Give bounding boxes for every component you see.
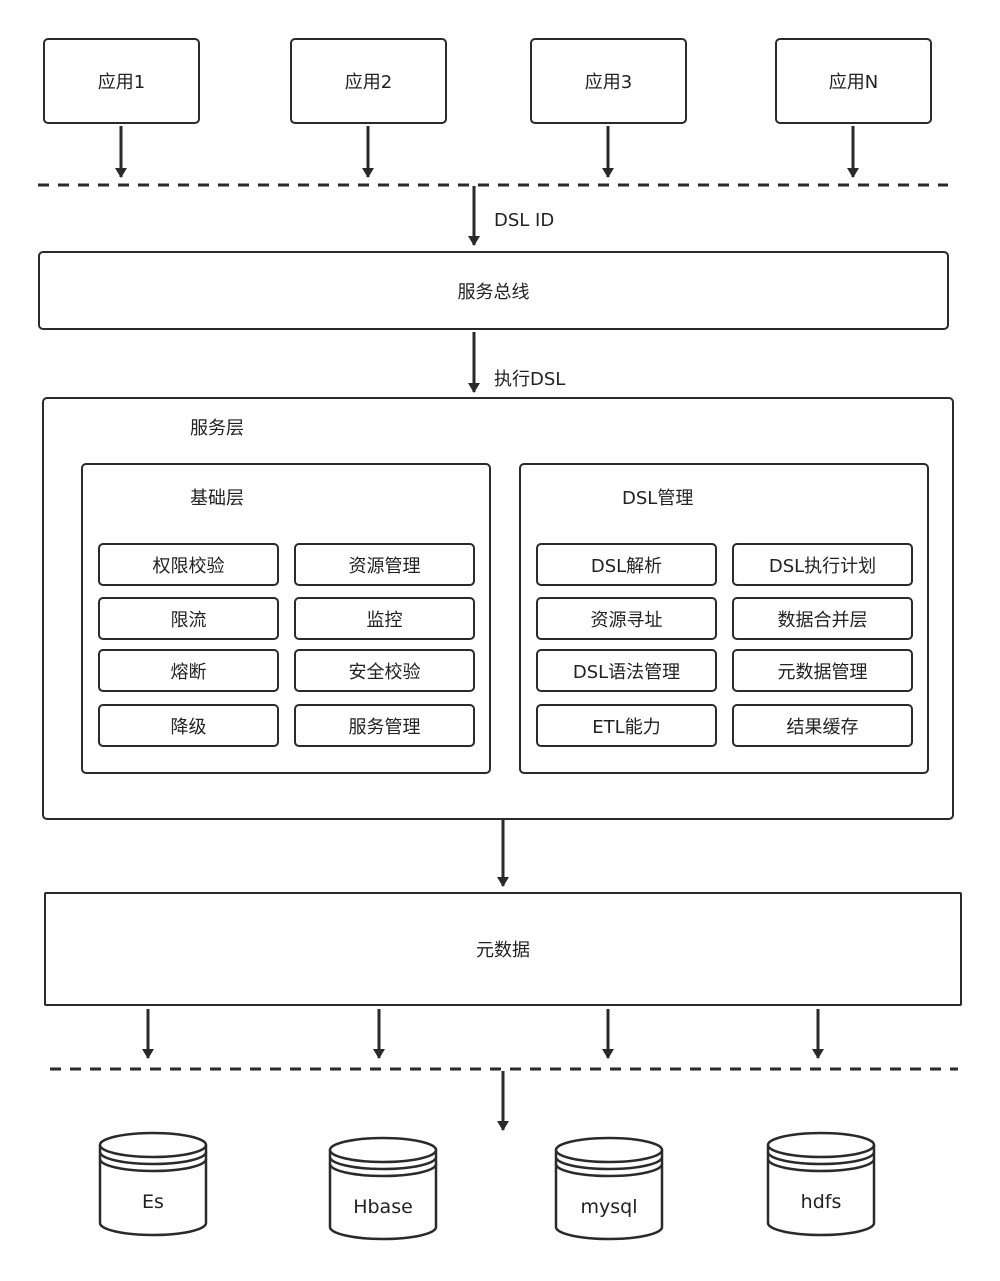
base-item-rate-limiting: 限流	[98, 597, 279, 640]
dsl-management: DSL管理 DSL解析 DSL执行计划 资源寻址 数据合并层 DSL语法管理 元…	[519, 463, 929, 774]
base-item-degradation: 降级	[98, 704, 279, 747]
app-3-label: 应用3	[584, 72, 633, 93]
dsl-item-label: DSL执行计划	[768, 555, 877, 577]
datastore-hdfs-label: hdfs	[800, 1191, 842, 1213]
datastore-es-label: Es	[142, 1191, 164, 1213]
datastore-mysql-label: mysql	[580, 1196, 638, 1218]
base-item-permission-check: 权限校验	[98, 543, 279, 586]
dsl-item-parsing: DSL解析	[536, 543, 717, 586]
app-1: 应用1	[43, 38, 200, 124]
base-item-label: 监控	[366, 609, 403, 631]
metadata-box: 元数据	[44, 892, 962, 1006]
app-2: 应用2	[290, 38, 447, 124]
dsl-item-data-merge-layer: 数据合并层	[732, 597, 913, 640]
base-item-label: 熔断	[170, 661, 207, 683]
base-item-label: 资源管理	[348, 555, 421, 577]
dsl-item-result-cache: 结果缓存	[732, 704, 913, 747]
database-hdfs-icon	[766, 1131, 876, 1237]
dsl-item-label: DSL语法管理	[572, 661, 681, 683]
app-2-label: 应用2	[344, 72, 393, 93]
base-item-service-management: 服务管理	[294, 704, 475, 747]
base-item-label: 安全校验	[348, 661, 421, 683]
base-item-monitoring: 监控	[294, 597, 475, 640]
base-item-circuit-breaker: 熔断	[98, 649, 279, 692]
service-bus: 服务总线	[38, 251, 949, 330]
dsl-item-label: 数据合并层	[777, 609, 868, 631]
dsl-item-etl-capability: ETL能力	[536, 704, 717, 747]
base-item-label: 服务管理	[348, 716, 421, 738]
base-layer: 基础层 权限校验 资源管理 限流 监控 熔断 安全校验 降级 服务管理	[81, 463, 491, 774]
base-item-resource-management: 资源管理	[294, 543, 475, 586]
database-mysql-icon	[554, 1136, 664, 1241]
database-hbase-icon	[328, 1136, 438, 1241]
datastore-hbase-label: Hbase	[353, 1196, 413, 1218]
service-layer-title: 服务层	[190, 418, 244, 439]
dsl-item-syntax-management: DSL语法管理	[536, 649, 717, 692]
base-layer-title: 基础层	[190, 488, 244, 509]
base-item-label: 权限校验	[152, 555, 225, 577]
edge-label-exec-dsl: 执行DSL	[494, 369, 566, 390]
dsl-item-metadata-management: 元数据管理	[732, 649, 913, 692]
dsl-item-label: DSL解析	[590, 555, 663, 577]
dsl-item-label: 结果缓存	[786, 716, 859, 738]
app-3: 应用3	[530, 38, 687, 124]
edge-label-dsl-id: DSL ID	[494, 210, 555, 231]
app-n: 应用N	[775, 38, 932, 124]
dsl-management-title: DSL管理	[622, 488, 694, 509]
app-n-label: 应用N	[828, 72, 879, 93]
app-1-label: 应用1	[97, 72, 146, 93]
base-item-label: 降级	[170, 716, 207, 738]
base-item-security-check: 安全校验	[294, 649, 475, 692]
metadata-label: 元数据	[476, 940, 530, 961]
database-es-icon	[98, 1131, 208, 1237]
dsl-item-label: 资源寻址	[590, 609, 663, 631]
service-layer: 服务层 基础层 权限校验 资源管理 限流 监控 熔断 安全校验 降级 服务管理 …	[42, 397, 954, 820]
dsl-item-execution-plan: DSL执行计划	[732, 543, 913, 586]
dsl-item-label: 元数据管理	[777, 661, 868, 683]
dsl-item-label: ETL能力	[592, 716, 661, 738]
base-item-label: 限流	[170, 609, 207, 631]
dsl-item-resource-addressing: 资源寻址	[536, 597, 717, 640]
service-bus-label: 服务总线	[457, 281, 530, 303]
